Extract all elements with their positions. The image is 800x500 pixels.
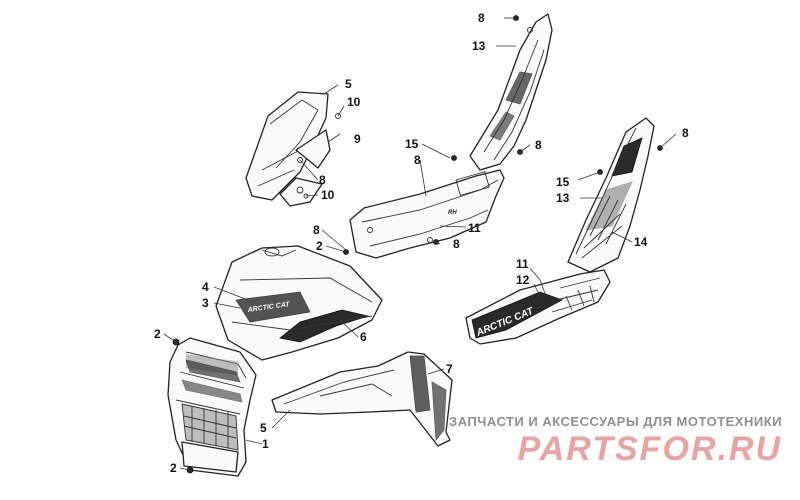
- callout-15-rail: 15: [405, 137, 419, 151]
- callout-9: 9: [354, 132, 361, 146]
- watermark-caption: ЗАПЧАСТИ И АКСЕССУАРЫ ДЛЯ МОТОТЕХНИКИ: [449, 414, 782, 429]
- callout-8-tall-panel: 8: [478, 11, 485, 25]
- callout-11-lower: 11: [516, 257, 529, 271]
- callout-8-rail-left: 8: [414, 153, 421, 167]
- watermark: ЗАПЧАСТИ И АКСЕССУАРЫ ДЛЯ МОТОТЕХНИКИ PA…: [449, 414, 782, 470]
- callout-10-lower: 10: [321, 188, 335, 202]
- callout-14: 14: [634, 235, 648, 249]
- watermark-logo: PARTSFOR.RU: [518, 430, 782, 468]
- callout-2-grille-top: 2: [154, 327, 161, 341]
- callout-2-grille-bottom: 2: [170, 461, 177, 475]
- lower-side-panel-part: ARCTIC CAT: [465, 269, 611, 345]
- mounting-bracket-part: [279, 177, 323, 207]
- front-fender-part: [271, 351, 453, 447]
- callout-10-upper: 10: [347, 95, 361, 109]
- callout-5-fender: 5: [260, 421, 267, 435]
- callout-7: 7: [446, 362, 453, 376]
- callout-8-rail-bottom: 8: [453, 237, 460, 251]
- callout-8-rail-right: 8: [535, 138, 542, 152]
- callout-13-rear-panel: 13: [556, 191, 570, 205]
- callout-4: 4: [202, 280, 209, 294]
- callout-5-headlight: 5: [345, 77, 352, 91]
- callout-3: 3: [202, 296, 209, 310]
- callout-labels: 1 2 2 2 3 4 5 5 6 7 8 8 8 8 8 8 8 9 10 1…: [154, 11, 689, 475]
- front-grille-part: [167, 337, 257, 477]
- side-rail-part: RH: [349, 169, 505, 259]
- leader-lines: [163, 17, 677, 471]
- callout-2-hood: 2: [316, 239, 323, 253]
- rear-footwell-panel-part: [567, 117, 655, 273]
- callout-11-rail: 11: [468, 221, 481, 235]
- callout-8-hood-rear: 8: [313, 223, 320, 237]
- callout-6: 6: [360, 330, 367, 344]
- callout-13-tall-panel: 13: [472, 39, 486, 53]
- rail-tag-text: RH: [448, 210, 457, 216]
- tall-side-panel-part: [469, 13, 553, 171]
- hood-part: ARCTIC CAT: [215, 245, 383, 361]
- callout-8-bracket: 8: [319, 173, 326, 187]
- callout-15-rear-panel: 15: [556, 175, 570, 189]
- callout-1: 1: [262, 437, 269, 451]
- headlight-pod-part: [245, 91, 341, 201]
- callout-12: 12: [516, 273, 530, 287]
- callout-8-rear-panel: 8: [682, 126, 689, 140]
- watermark-logo-text: PARTSFOR.RU: [518, 431, 782, 465]
